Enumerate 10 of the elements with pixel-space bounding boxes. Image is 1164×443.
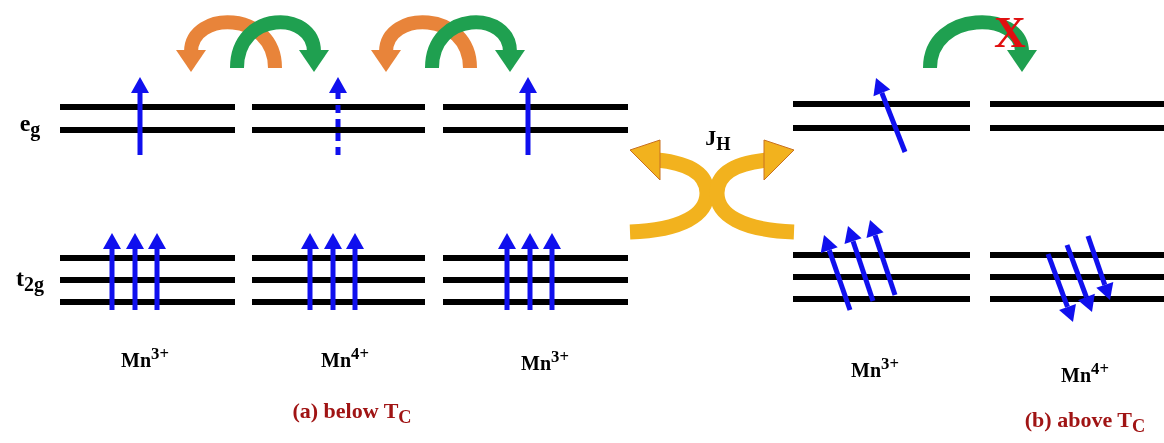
ion-label: Mn$^{3+}$ bbox=[121, 346, 169, 370]
panel-caption: (a) below T$_{C}$ bbox=[292, 399, 412, 427]
ion-label: Mn$^{3+}$ bbox=[521, 349, 569, 373]
panel-caption: (b) above T$_{C}$ bbox=[1024, 408, 1146, 436]
ion-label: Mn$^{4+}$ bbox=[1061, 361, 1109, 385]
ion-label: Mn$^{4+}$ bbox=[321, 346, 369, 370]
coupling-label: J$_{H}$ bbox=[705, 126, 731, 154]
level-label: t$_{2g}$ bbox=[16, 265, 44, 295]
ion-label: Mn$^{3+}$ bbox=[851, 356, 899, 380]
level-label: e$_{g}$ bbox=[19, 110, 41, 140]
